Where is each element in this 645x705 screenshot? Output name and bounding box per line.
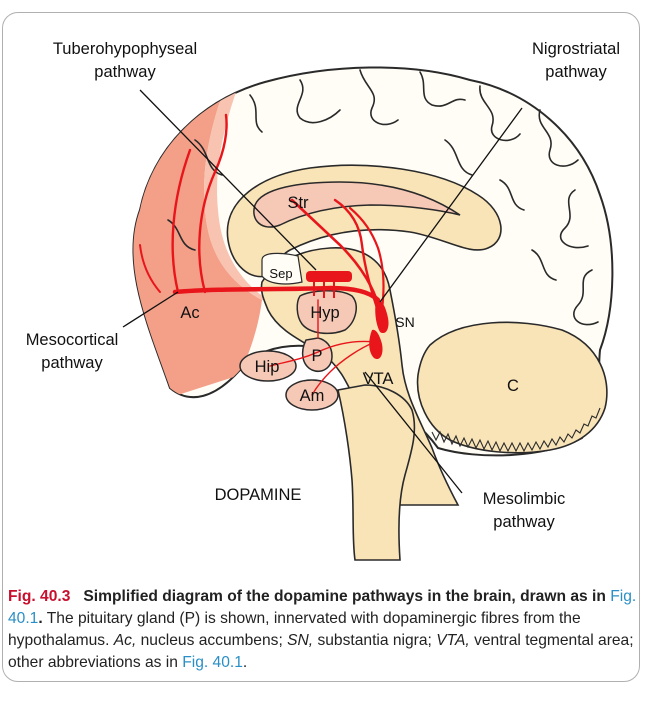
label-am: Am <box>300 387 325 405</box>
label-sep: Sep <box>269 266 292 281</box>
caption-ac-abbr: Ac, <box>114 632 137 649</box>
caption-vta-abbr: VTA, <box>436 632 470 649</box>
caption-fignum: Fig. 40.3 <box>8 588 70 605</box>
caption-ac-def: nucleus accumbens; <box>136 632 287 649</box>
label-dopamine: DOPAMINE <box>215 486 302 504</box>
label-ac: Ac <box>180 304 199 322</box>
label-nigrostriatal-1: Nigrostriatal <box>532 40 620 58</box>
label-p: P <box>311 347 322 365</box>
caption-sn-def: substantia nigra; <box>313 632 436 649</box>
label-mesolimbic-2: pathway <box>493 513 555 531</box>
figure-caption: Fig. 40.3 Simplified diagram of the dopa… <box>8 586 638 674</box>
label-c: C <box>507 377 519 395</box>
caption-end-link[interactable]: Fig. 40.1 <box>182 654 243 671</box>
caption-title: Simplified diagram of the dopamine pathw… <box>83 588 610 605</box>
label-sn: SN <box>395 314 414 330</box>
caption-end: . <box>243 654 247 671</box>
label-tuberohypophyseal-2: pathway <box>94 63 156 81</box>
label-mesolimbic-1: Mesolimbic <box>483 490 566 508</box>
caption-sn-abbr: SN, <box>287 632 313 649</box>
brainstem-lower <box>338 385 414 560</box>
label-mesocortical-2: pathway <box>41 354 103 372</box>
label-hip: Hip <box>255 358 280 376</box>
label-str: Str <box>287 194 309 212</box>
label-vta: VTA <box>363 370 394 388</box>
label-hyp: Hyp <box>310 304 339 322</box>
tuberohypophyseal-bar <box>306 271 352 282</box>
label-mesocortical-1: Mesocortical <box>26 331 119 349</box>
label-tuberohypophyseal-1: Tuberohypophyseal <box>53 40 197 58</box>
label-nigrostriatal-2: pathway <box>545 63 607 81</box>
